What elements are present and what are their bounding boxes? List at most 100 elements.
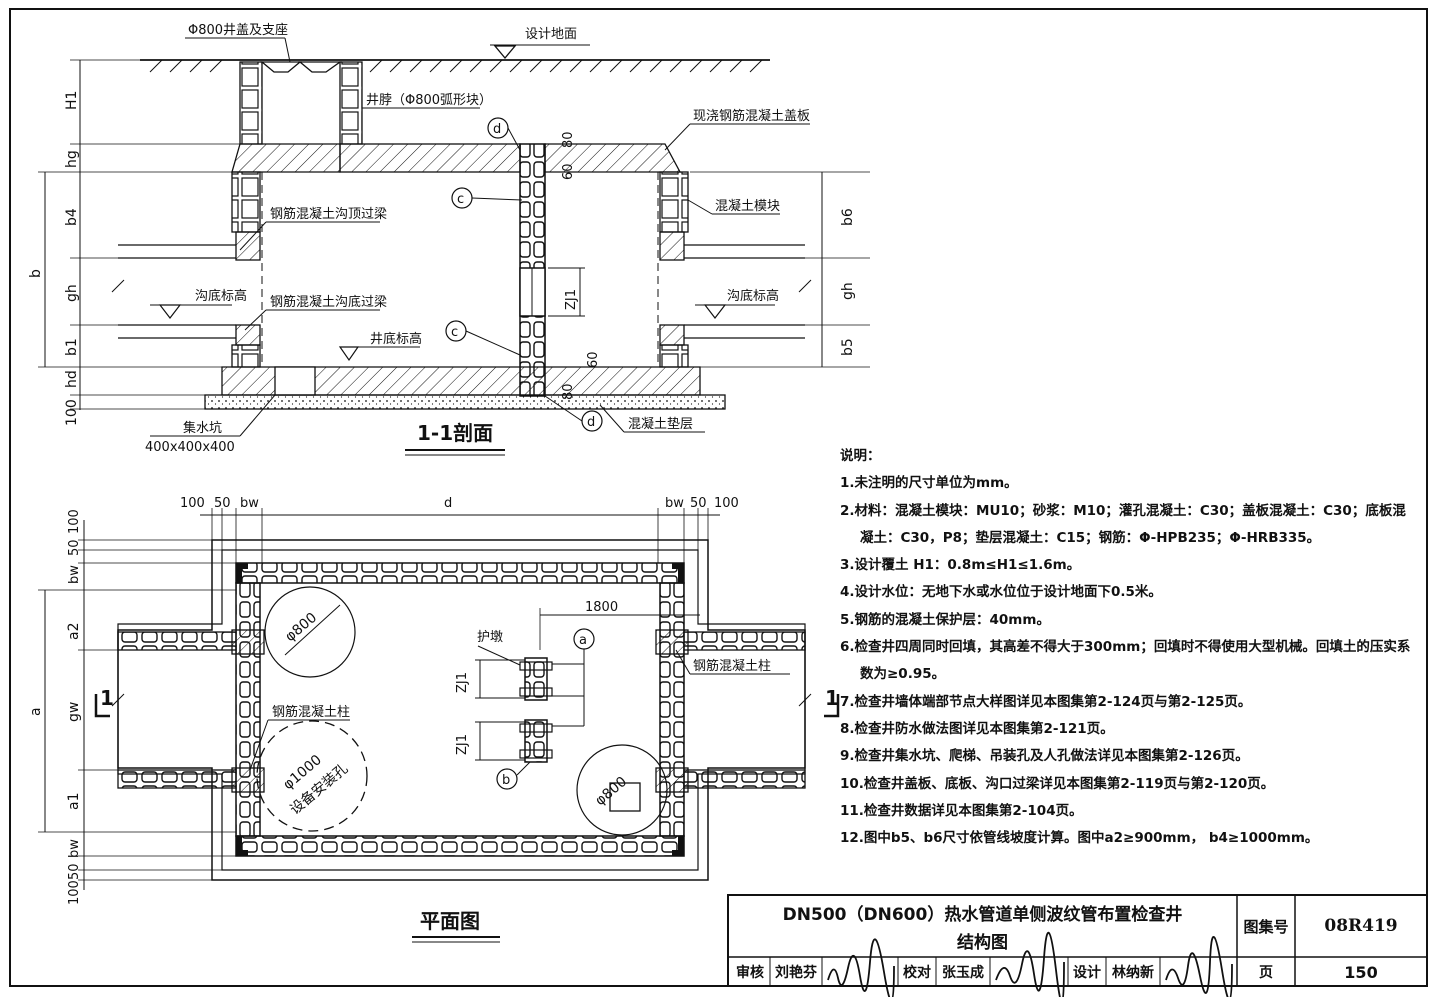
top-dim-bw-left: bw [240,496,259,511]
marker-b: b [502,773,510,788]
note-6-cont: 数为≥0.95。 [860,666,946,683]
note-10: 10.检查井盖板、底板、沟口过梁详见本图集第2-119页与第2-120页。 [840,775,1275,792]
section-drawing: 设计地面 Φ800井盖及支座 井脖（Φ800弧形块） 现浇钢筋混凝土盖板 [28,23,870,456]
note-5: 5.钢筋的混凝土保护层：40mm。 [840,611,1050,628]
plan-dim-a2: a2 [66,623,82,641]
column-left-label: 钢筋混凝土柱 [272,704,350,720]
dim-60-bot: 60 [586,351,601,368]
bottom-beam-label: 钢筋混凝土沟底过梁 [270,294,387,310]
top-dim-bw-right: bw [665,496,684,511]
top-dim-50-left: 50 [214,496,231,511]
zj1-plan-b: ZJ1 [455,734,470,755]
marker-c-top: c [457,192,464,207]
drawing-title-line2: 结构图 [957,932,1008,953]
plan-dim-a1: a1 [66,793,82,811]
note-9: 9.检查井集水坑、爬梯、吊装孔及人孔做法详见本图集第2-126页。 [840,748,1249,765]
marker-a: a [579,633,587,648]
plan-drawing: φ800 φ1000 设备安装孔 φ800 1800 ZJ1 ZJ1 护墩 a [28,496,840,943]
cushion-label: 混凝土垫层 [628,416,693,432]
section-title: 1-1剖面 [417,421,493,445]
plan-dim-a: a [28,707,44,716]
dim-h1: H1 [64,91,80,110]
note-2-cont: 凝土：C30，P8；垫层混凝土：C15；钢筋：Φ-HPB235；Φ-HRB335… [860,529,1321,546]
pier-label: 护墩 [477,630,503,645]
check-label: 校对 [903,965,931,981]
marker-d-bottom: d [587,415,595,430]
top-beam-label: 钢筋混凝土沟顶过梁 [270,206,387,222]
cut-mark-left: 1 [100,686,114,710]
note-3: 3.设计覆土 H1：0.8m≤H1≤1.6m。 [840,557,1081,574]
note-6: 6.检查井四周同时回填，其高差不得大于300mm；回填时不得使用大型机械。回填土… [840,639,1411,656]
note-4: 4.设计水位：无地下水或水位位于设计地面下0.5米。 [840,584,1162,601]
dim-gh-left: gh [64,284,80,302]
dim-b1: b1 [64,338,80,356]
design-label: 设计 [1073,965,1101,981]
atlas-number: 08R419 [1324,916,1398,936]
sump-size: 400x400x400 [145,440,235,455]
zj1-section-label: ZJ1 [564,289,579,310]
dim-80-bot: 80 [561,383,576,400]
dim-b6: b6 [840,208,856,226]
dim-100: 100 [64,399,80,426]
note-8: 8.检查井防水做法图详见本图集第2-121页。 [840,720,1114,737]
slab-label: 现浇钢筋混凝土盖板 [693,108,810,124]
page-label: 页 [1259,965,1273,981]
block-label: 混凝土模块 [715,198,780,214]
trench-left-label: 沟底标高 [195,288,247,304]
plan-left-50-bottom: 50 [67,863,82,880]
notes-block: 说明： 1.未注明的尺寸单位为mm。 2.材料：混凝土模块：MU10；砂浆：M1… [840,443,1430,852]
signature-review [827,938,895,1001]
plan-left-bw-bottom: bw [67,839,82,858]
design-name: 林纳新 [1112,965,1154,981]
dim-hg: hg [64,150,80,168]
dim-1800: 1800 [585,600,618,615]
top-dim-100-right: 100 [714,496,739,511]
neck-label: 井脖（Φ800弧形块） [366,92,492,108]
well-bottom-label: 井底标高 [370,331,422,347]
dim-b4: b4 [64,208,80,226]
trench-right-label: 沟底标高 [727,288,779,304]
ground-label: 设计地面 [525,27,577,42]
plan-left-100-bottom: 100 [67,880,82,905]
top-dim-100-left: 100 [180,496,205,511]
notes-heading: 说明： [840,448,881,464]
dim-b5: b5 [840,338,856,356]
page-number: 150 [1344,962,1378,982]
plan-title: 平面图 [420,909,480,933]
dim-gh-right: gh [840,282,856,300]
note-2: 2.材料：混凝土模块：MU10；砂浆：M10；灌孔混凝土：C30；盖板混凝土：C… [840,502,1406,519]
plan-left-50-top: 50 [67,539,82,556]
hole-bottom-right-label: φ800 [592,774,630,809]
dim-80-top: 80 [561,131,576,148]
marker-c-bottom: c [451,325,458,340]
review-name: 刘艳芬 [775,965,817,981]
note-1: 1.未注明的尺寸单位为mm。 [840,475,1018,492]
signature-design [1165,936,1233,1001]
dim-hd: hd [64,370,80,388]
check-name: 张玉成 [942,965,984,981]
zj1-plan-a: ZJ1 [455,672,470,693]
sheet-border [9,8,1428,987]
note-11: 11.检查井数据详见本图集第2-104页。 [840,802,1083,819]
drawing-title-line1: DN500（DN600）热水管道单侧波纹管布置检查井 [782,904,1183,925]
note-7: 7.检查井墙体端部节点大样图详见本图集第2-124页与第2-125页。 [840,693,1252,710]
dim-60-top: 60 [561,163,576,180]
top-dim-50-right: 50 [690,496,707,511]
plan-dim-gw: gw [66,702,82,722]
note-12: 12.图中b5、b6尺寸依管线坡度计算。图中a2≥900mm， b4≥1000m… [840,830,1319,847]
marker-d-top: d [493,122,501,137]
review-label: 审核 [736,965,764,981]
title-block [727,894,1428,1001]
top-dim-d: d [444,496,452,511]
sump-label: 集水坑 [183,420,222,436]
column-right-label: 钢筋混凝土柱 [693,658,771,674]
plan-left-bw-top: bw [67,565,82,584]
atlas-label: 图集号 [1243,917,1289,936]
signature-check [995,932,1065,1001]
cut-mark-right: 1 [825,686,839,710]
plan-left-100-top: 100 [67,509,82,534]
dim-b-label: b [28,269,44,278]
cover-label: Φ800井盖及支座 [188,23,288,38]
